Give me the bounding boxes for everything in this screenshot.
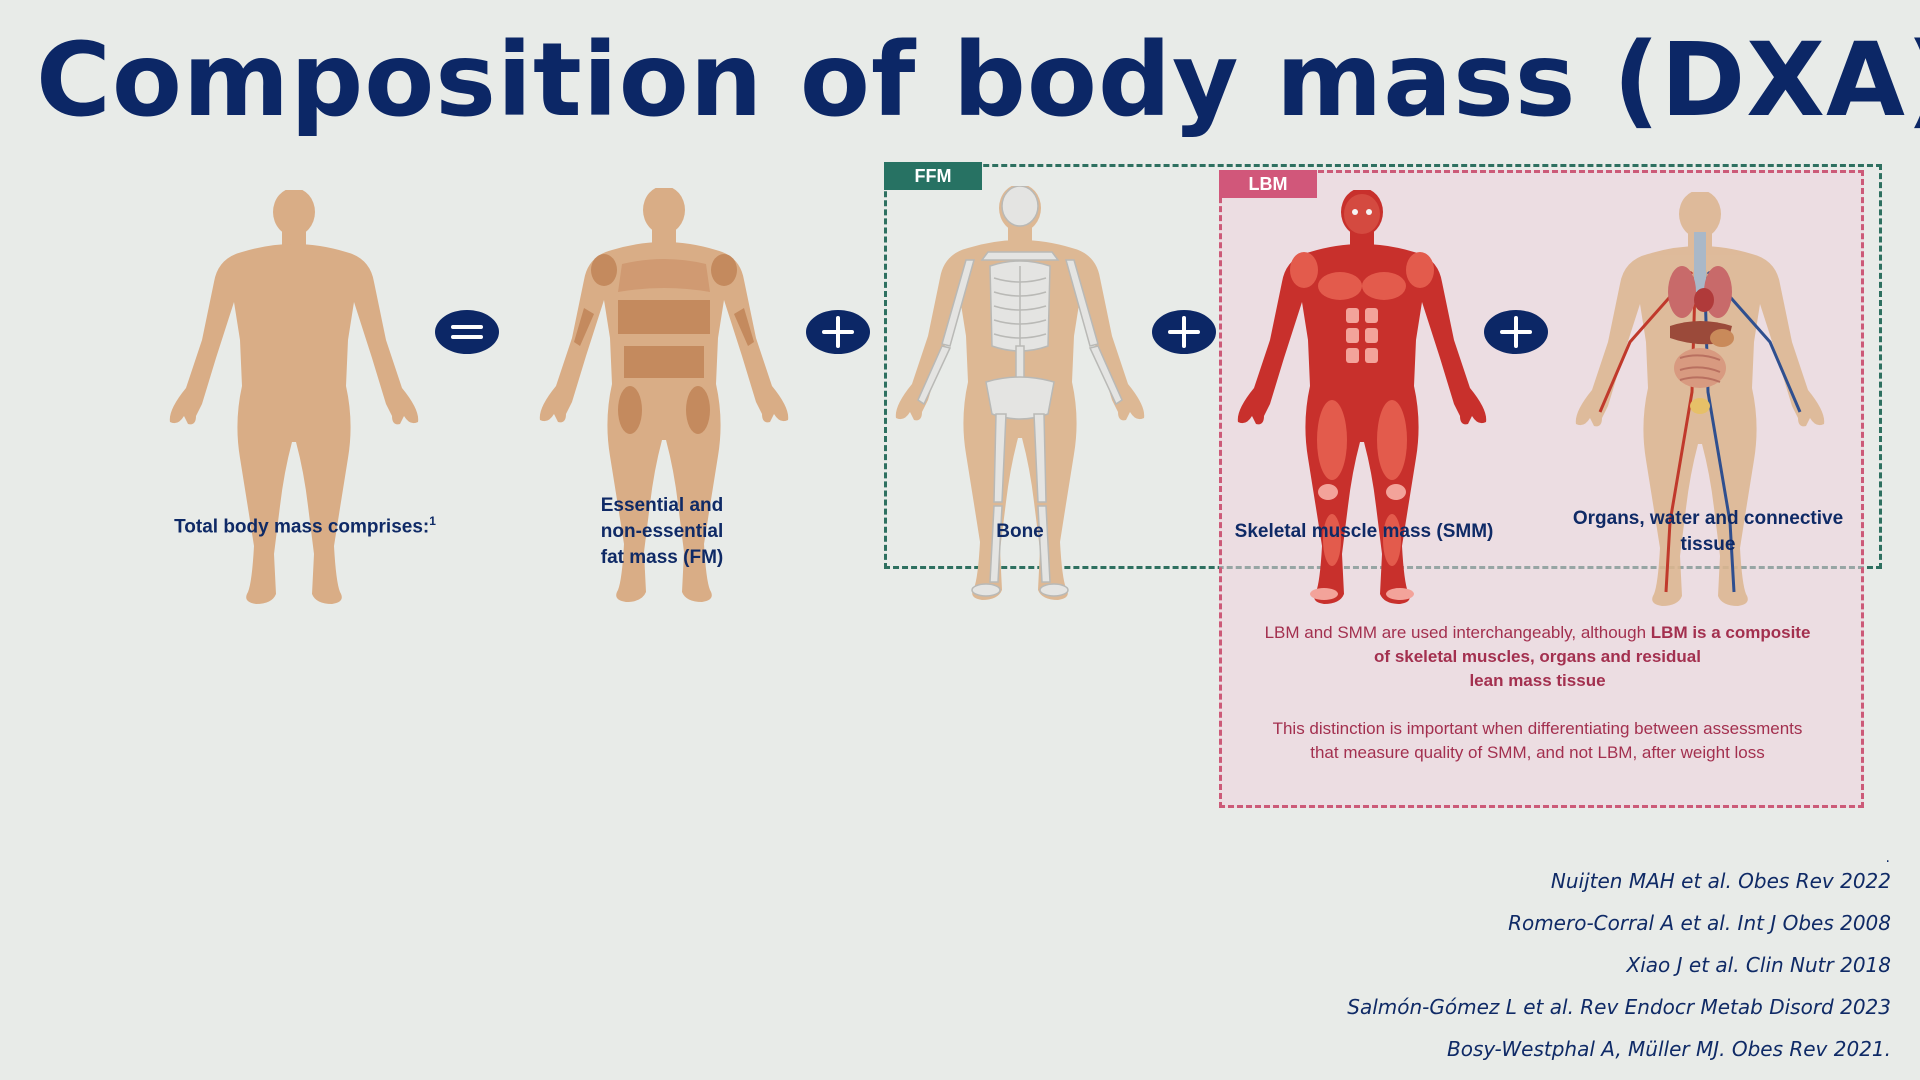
stray-mark: .: [1885, 850, 1890, 866]
fat-mass-label: Essential and non-essential fat mass (FM…: [540, 493, 784, 571]
fat-mass-label-line3: fat mass (FM): [600, 547, 724, 568]
bone-skeleton-figure: [890, 184, 1150, 610]
reference-item: Salmón-Gómez L et al. Rev Endocr Metab D…: [1347, 995, 1891, 1019]
plus-icon: [1484, 310, 1548, 354]
organs-label-line2: tissue: [1680, 534, 1736, 555]
note-p1-bold-3: lean mass tissue: [1469, 671, 1606, 690]
reference-item: Romero-Corral A et al. Int J Obes 2008: [1508, 911, 1891, 935]
total-body-label: Total body mass comprises:1: [140, 508, 470, 540]
skeletal-muscle-figure: [1232, 188, 1492, 614]
bone-label: Bone: [996, 521, 1044, 542]
fat-mass-label-line2: non-essential: [600, 521, 724, 542]
reference-item: Nuijten MAH et al. Obes Rev 2022: [1550, 869, 1891, 893]
note-p2-line1: This distinction is important when diffe…: [1272, 719, 1803, 738]
total-body-figure: [164, 188, 424, 614]
lbm-tag: LBM: [1219, 170, 1317, 198]
page-title: Composition of body mass (DXA): [36, 21, 1920, 140]
ffm-tag: FFM: [884, 162, 982, 190]
smm-label: Skeletal muscle mass (SMM): [1234, 521, 1494, 542]
footnote-marker: 1: [429, 514, 436, 528]
total-body-label-text: Total body mass comprises:: [174, 516, 430, 538]
reference-item: Bosy-Westphal A, Müller MJ. Obes Rev 202…: [1447, 1037, 1891, 1061]
fat-mass-label-line1: Essential and: [600, 495, 724, 516]
plus-icon: [806, 310, 870, 354]
organs-figure: [1570, 190, 1830, 616]
lbm-smm-note: LBM and SMM are used interchangeably, al…: [1235, 621, 1840, 765]
organs-label-line1: Organs, water and connective: [1572, 508, 1844, 529]
equals-icon: [435, 310, 499, 354]
references-list: Nuijten MAH et al. Obes Rev 2022 Romero-…: [1347, 860, 1891, 1070]
organs-label: Organs, water and connective tissue: [1556, 506, 1860, 558]
note-p2-line2: that measure quality of SMM, and not LBM…: [1310, 743, 1765, 762]
fat-mass-figure: [534, 186, 794, 612]
note-p1-bold-1: LBM is a composite: [1650, 623, 1811, 642]
reference-item: Xiao J et al. Clin Nutr 2018: [1626, 953, 1891, 977]
note-p1-prefix: LBM and SMM are used interchangeably, al…: [1264, 623, 1651, 642]
plus-icon: [1152, 310, 1216, 354]
note-p1-bold-2: of skeletal muscles, organs and residual: [1374, 647, 1701, 666]
